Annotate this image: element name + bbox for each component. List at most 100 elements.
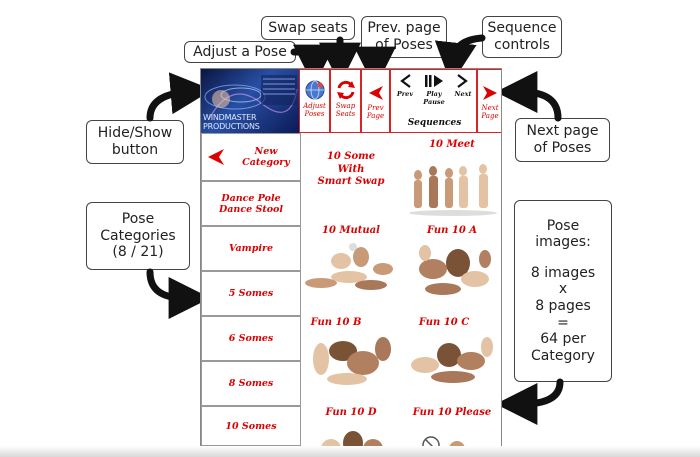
pose-10-meet[interactable]: 10 Meet — [401, 133, 501, 217]
callout-swap-seats-text: Swap seats — [268, 19, 348, 36]
category-8-somes[interactable]: 8 Somes — [201, 361, 301, 406]
swap-seats-button[interactable]: Swap Seats — [330, 69, 361, 133]
seq-play-label-1: Play — [426, 90, 442, 98]
seq-play-label-2: Pause — [423, 98, 445, 106]
callout-hide-show-line1: Hide/Show — [97, 125, 173, 142]
sequences-label: Sequences — [407, 118, 462, 128]
pose-fun-10-b[interactable]: Fun 10 B — [301, 307, 401, 395]
adjust-poses-label-1: Adjust — [303, 102, 326, 110]
callout-images-line7: 64 per — [540, 331, 586, 348]
callout-categories-line3: (8 / 21) — [112, 244, 164, 261]
prev-page-label-1: Prev — [367, 104, 384, 112]
next-arrow-icon — [483, 86, 497, 100]
callout-images-line6: = — [557, 314, 569, 331]
pose-4-title: Fun 10 B — [310, 317, 362, 328]
category-2-line1: Vampire — [228, 243, 273, 254]
callout-hide-show-line2: button — [111, 142, 159, 158]
prev-page-button[interactable]: Prev Page — [361, 69, 390, 133]
swap-seats-label-2: Seats — [335, 110, 356, 118]
callout-prev-page-line1: Prev. page — [367, 20, 441, 37]
callout-images-line3: 8 images — [530, 264, 596, 281]
hide-show-logo-button[interactable]: WINDMASTER PRODUCTIONS — [201, 69, 299, 133]
pose-image-10-meet — [409, 164, 497, 216]
callout-prev-page: Prev. page of Poses — [361, 16, 447, 58]
bottom-strip — [0, 446, 700, 457]
arrow-adjust — [290, 44, 335, 87]
callout-sequence-line2: controls — [494, 37, 550, 53]
logo-swirl-icon — [204, 75, 298, 120]
pose-7-title: Fun 10 Please — [412, 407, 492, 418]
pose-10-mutual[interactable]: 10 Mutual — [301, 217, 401, 307]
callout-pose-images: Pose images: 8 images x 8 pages = 64 per… — [514, 200, 612, 382]
seq-prev-button[interactable]: Prev — [394, 74, 416, 98]
callout-categories: Pose Categories (8 / 21) — [86, 202, 190, 270]
callout-images-line2: images: — [535, 234, 591, 251]
category-4-line1: 6 Somes — [228, 333, 274, 344]
pose-0-line3: Smart Swap — [317, 176, 385, 187]
category-6-somes[interactable]: 6 Somes — [201, 316, 301, 361]
pose-0-title: 10 Some With Smart Swap — [301, 151, 401, 189]
pose-image-fun-10-c — [411, 337, 493, 383]
pose-image-10-mutual — [305, 243, 393, 290]
next-page-label-2: Page — [481, 112, 499, 120]
callout-adjust-pose: Adjust a Pose — [184, 41, 296, 63]
seq-next-icon — [457, 74, 468, 88]
category-vampire[interactable]: Vampire — [201, 226, 301, 271]
arrow-hide-show — [146, 72, 213, 122]
seq-play-pause-button[interactable]: Play Pause — [420, 74, 448, 106]
pose-10-some-smart-swap[interactable]: 10 Some With Smart Swap — [301, 133, 401, 217]
arrow-sequence — [434, 34, 486, 85]
category-1-line1: Dance Pole — [221, 192, 281, 204]
callout-categories-line2: Categories — [100, 227, 176, 244]
category-dance-pole[interactable]: Dance Pole Dance Stool — [201, 181, 301, 226]
callout-next-page-line1: Next page — [526, 123, 599, 140]
arrow-categories — [146, 268, 211, 319]
category-5-line1: 8 Somes — [228, 378, 274, 389]
pose-0-line2: With — [337, 163, 365, 175]
swap-seats-label-1: Swap — [335, 102, 356, 110]
sequence-controls: Prev Play Pause Next Sequences — [390, 69, 477, 133]
callout-images-line4: x — [558, 281, 568, 298]
category-10-somes[interactable]: 10 Somes — [201, 406, 301, 446]
pose-6-title: Fun 10 D — [325, 407, 377, 418]
pose-fun-10-c[interactable]: Fun 10 C — [401, 307, 501, 395]
seq-prev-label: Prev — [396, 90, 414, 98]
pose-image-fun-10-b — [313, 337, 391, 385]
prev-arrow-icon — [368, 86, 383, 100]
category-0-line1: New — [254, 146, 278, 157]
adjust-poses-button[interactable]: Adjust Poses — [299, 69, 330, 133]
callout-categories-line1: Pose — [121, 211, 155, 228]
next-page-button[interactable]: Next Page — [477, 69, 501, 133]
swap-arrows-icon — [336, 80, 355, 100]
back-arrow-icon — [208, 149, 224, 165]
callout-next-page: Next page of Poses — [515, 118, 610, 162]
category-5-somes[interactable]: 5 Somes — [201, 271, 301, 316]
arrow-next — [495, 71, 562, 122]
play-pause-icon — [425, 75, 443, 87]
pose-image-fun-10-a — [419, 245, 491, 295]
callout-images-line5: 8 pages — [535, 298, 591, 314]
category-new-text: New Category — [232, 146, 300, 168]
category-0-line2: Category — [242, 157, 290, 168]
arrow-images — [495, 378, 564, 425]
pose-1-title: 10 Meet — [429, 139, 475, 150]
callout-swap-seats: Swap seats — [261, 16, 355, 40]
callout-adjust-pose-text: Adjust a Pose — [193, 43, 287, 60]
next-page-label-1: Next — [481, 104, 499, 112]
category-list: New Category Dance Pole Dance Stool Vamp… — [201, 133, 301, 446]
pose-0-line1: 10 Some — [326, 151, 376, 162]
callout-images-line8: Category — [531, 347, 595, 364]
callout-hide-show: Hide/Show button — [86, 120, 184, 164]
seq-next-label: Next — [454, 90, 472, 98]
pose-5-title: Fun 10 C — [418, 317, 470, 328]
callout-sequence-line1: Sequence — [487, 20, 557, 37]
seq-next-button[interactable]: Next — [452, 74, 474, 98]
category-3-line1: 5 Somes — [228, 288, 274, 299]
globe-icon — [305, 80, 324, 100]
category-new-category[interactable]: New Category — [201, 133, 301, 181]
seq-prev-icon — [400, 74, 411, 88]
adjust-poses-label-2: Poses — [304, 110, 325, 118]
pose-2-title: 10 Mutual — [322, 225, 380, 236]
callout-next-page-line2: of Poses — [533, 140, 592, 156]
pose-fun-10-a[interactable]: Fun 10 A — [401, 217, 501, 307]
